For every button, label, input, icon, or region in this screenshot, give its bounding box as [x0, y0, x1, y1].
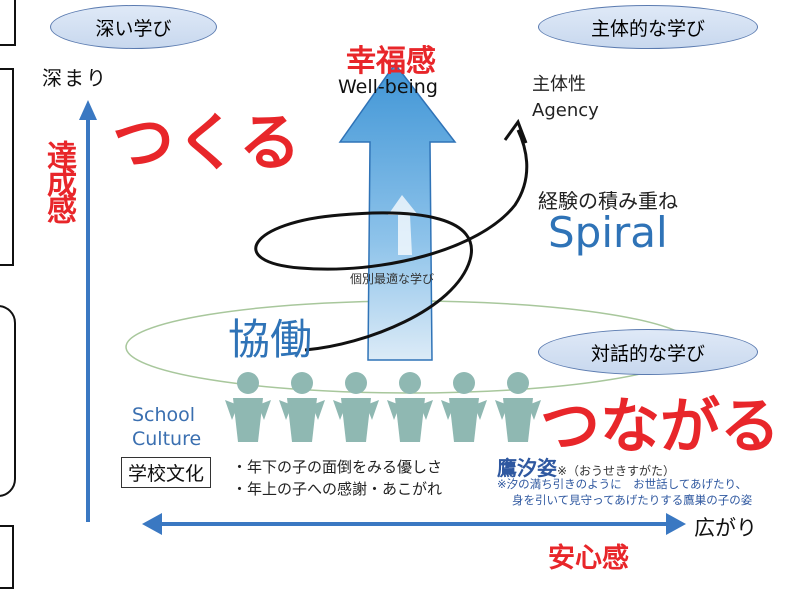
- person-5: [441, 372, 487, 442]
- person-3: [333, 372, 379, 442]
- left-frame-mid: [0, 68, 14, 266]
- growth-arrow-inner: [388, 195, 418, 255]
- x-axis-title: 安心感: [548, 543, 629, 574]
- happiness-label: 幸福感: [346, 44, 436, 79]
- takashi-title-text: 鷹汐姿: [497, 456, 557, 480]
- person-4: [387, 372, 433, 442]
- spiral-arrowhead: [503, 118, 528, 144]
- wellbeing-label: Well-being: [338, 76, 438, 98]
- school-culture-box: 学校文化: [121, 457, 212, 488]
- people-chain: [225, 372, 541, 442]
- x-axis-label: 広がり: [694, 516, 757, 540]
- y-axis-title: 達成感: [41, 140, 76, 221]
- y-axis-label: 深まり: [42, 66, 108, 90]
- takashi-reading: ※（おうせきすがた）: [557, 464, 676, 478]
- person-1: [225, 372, 271, 442]
- pill-deep-learning: 深い学び: [50, 5, 217, 49]
- y-axis-arrowhead: [79, 100, 97, 120]
- culture-label: Culture: [132, 428, 202, 450]
- school-label: School: [132, 404, 196, 426]
- takashi-note-1: ※汐の満ち引きのように お世話してあげたり、: [497, 477, 747, 491]
- individual-learning-label: 個別最適な学び: [350, 272, 435, 286]
- left-frame-top: [0, 0, 16, 46]
- takashi-note-2: 身を引いて見守ってあげたりする鷹巣の子の姿: [512, 493, 753, 507]
- takashi-title: 鷹汐姿※（おうせきすがた）: [497, 452, 675, 481]
- diagram-graphics: [79, 62, 695, 535]
- person-2: [279, 372, 325, 442]
- agency-en-label: Agency: [532, 100, 599, 121]
- person-6: [495, 372, 541, 442]
- experience-label: 経験の積み重ね: [538, 189, 678, 213]
- agency-jp-label: 主体性: [532, 74, 586, 95]
- tsukuru-label: つくる: [112, 106, 303, 179]
- culture-bullet-1: ・年下の子の面倒をみる優しさ: [232, 458, 443, 476]
- culture-bullet-2: ・年上の子への感謝・あこがれ: [232, 480, 443, 498]
- tsunagaru-label: つながる: [540, 392, 780, 462]
- pill-subjective-learning: 主体的な学び: [538, 5, 758, 49]
- pill-dialogue-learning: 対話的な学び: [538, 329, 758, 375]
- spiral-curve: [254, 129, 529, 352]
- x-axis-right-arrowhead: [666, 513, 686, 535]
- x-axis-left-arrowhead: [142, 513, 162, 535]
- spiral-label: Spiral: [548, 208, 668, 257]
- collaboration-label: 協働: [228, 315, 313, 364]
